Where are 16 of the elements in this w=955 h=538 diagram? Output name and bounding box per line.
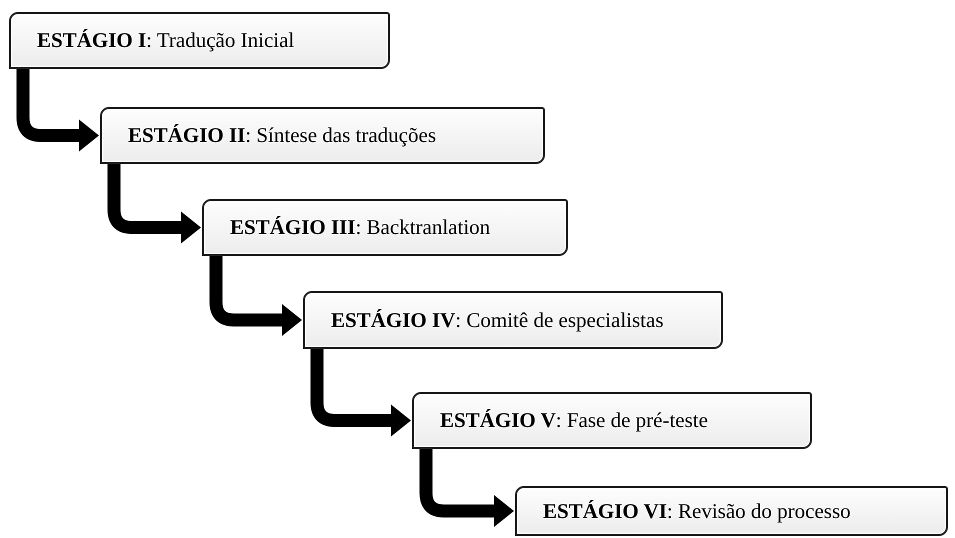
stage-box bbox=[202, 199, 568, 256]
stage-box bbox=[412, 392, 812, 449]
stage-label: ESTÁGIO VI: Revisão do processo bbox=[542, 498, 851, 524]
stage-label: ESTÁGIO II: Síntese das traduções bbox=[127, 123, 436, 148]
stage-label: ESTÁGIO III: Backtranlation bbox=[229, 215, 490, 240]
stage-box bbox=[515, 486, 948, 536]
stage-label: ESTÁGIO I: Tradução Inicial bbox=[36, 28, 294, 53]
stage-box bbox=[9, 12, 390, 69]
bent-arrow bbox=[108, 164, 201, 244]
bent-arrow bbox=[310, 349, 411, 436]
stage-box bbox=[303, 291, 723, 349]
bent-arrow bbox=[16, 69, 99, 152]
stage-box bbox=[100, 107, 545, 164]
stage-label: ESTÁGIO V: Fase de pré-teste bbox=[439, 408, 708, 433]
stage-label: ESTÁGIO IV: Comitê de especialistas bbox=[330, 308, 664, 332]
bent-arrow bbox=[210, 256, 302, 336]
